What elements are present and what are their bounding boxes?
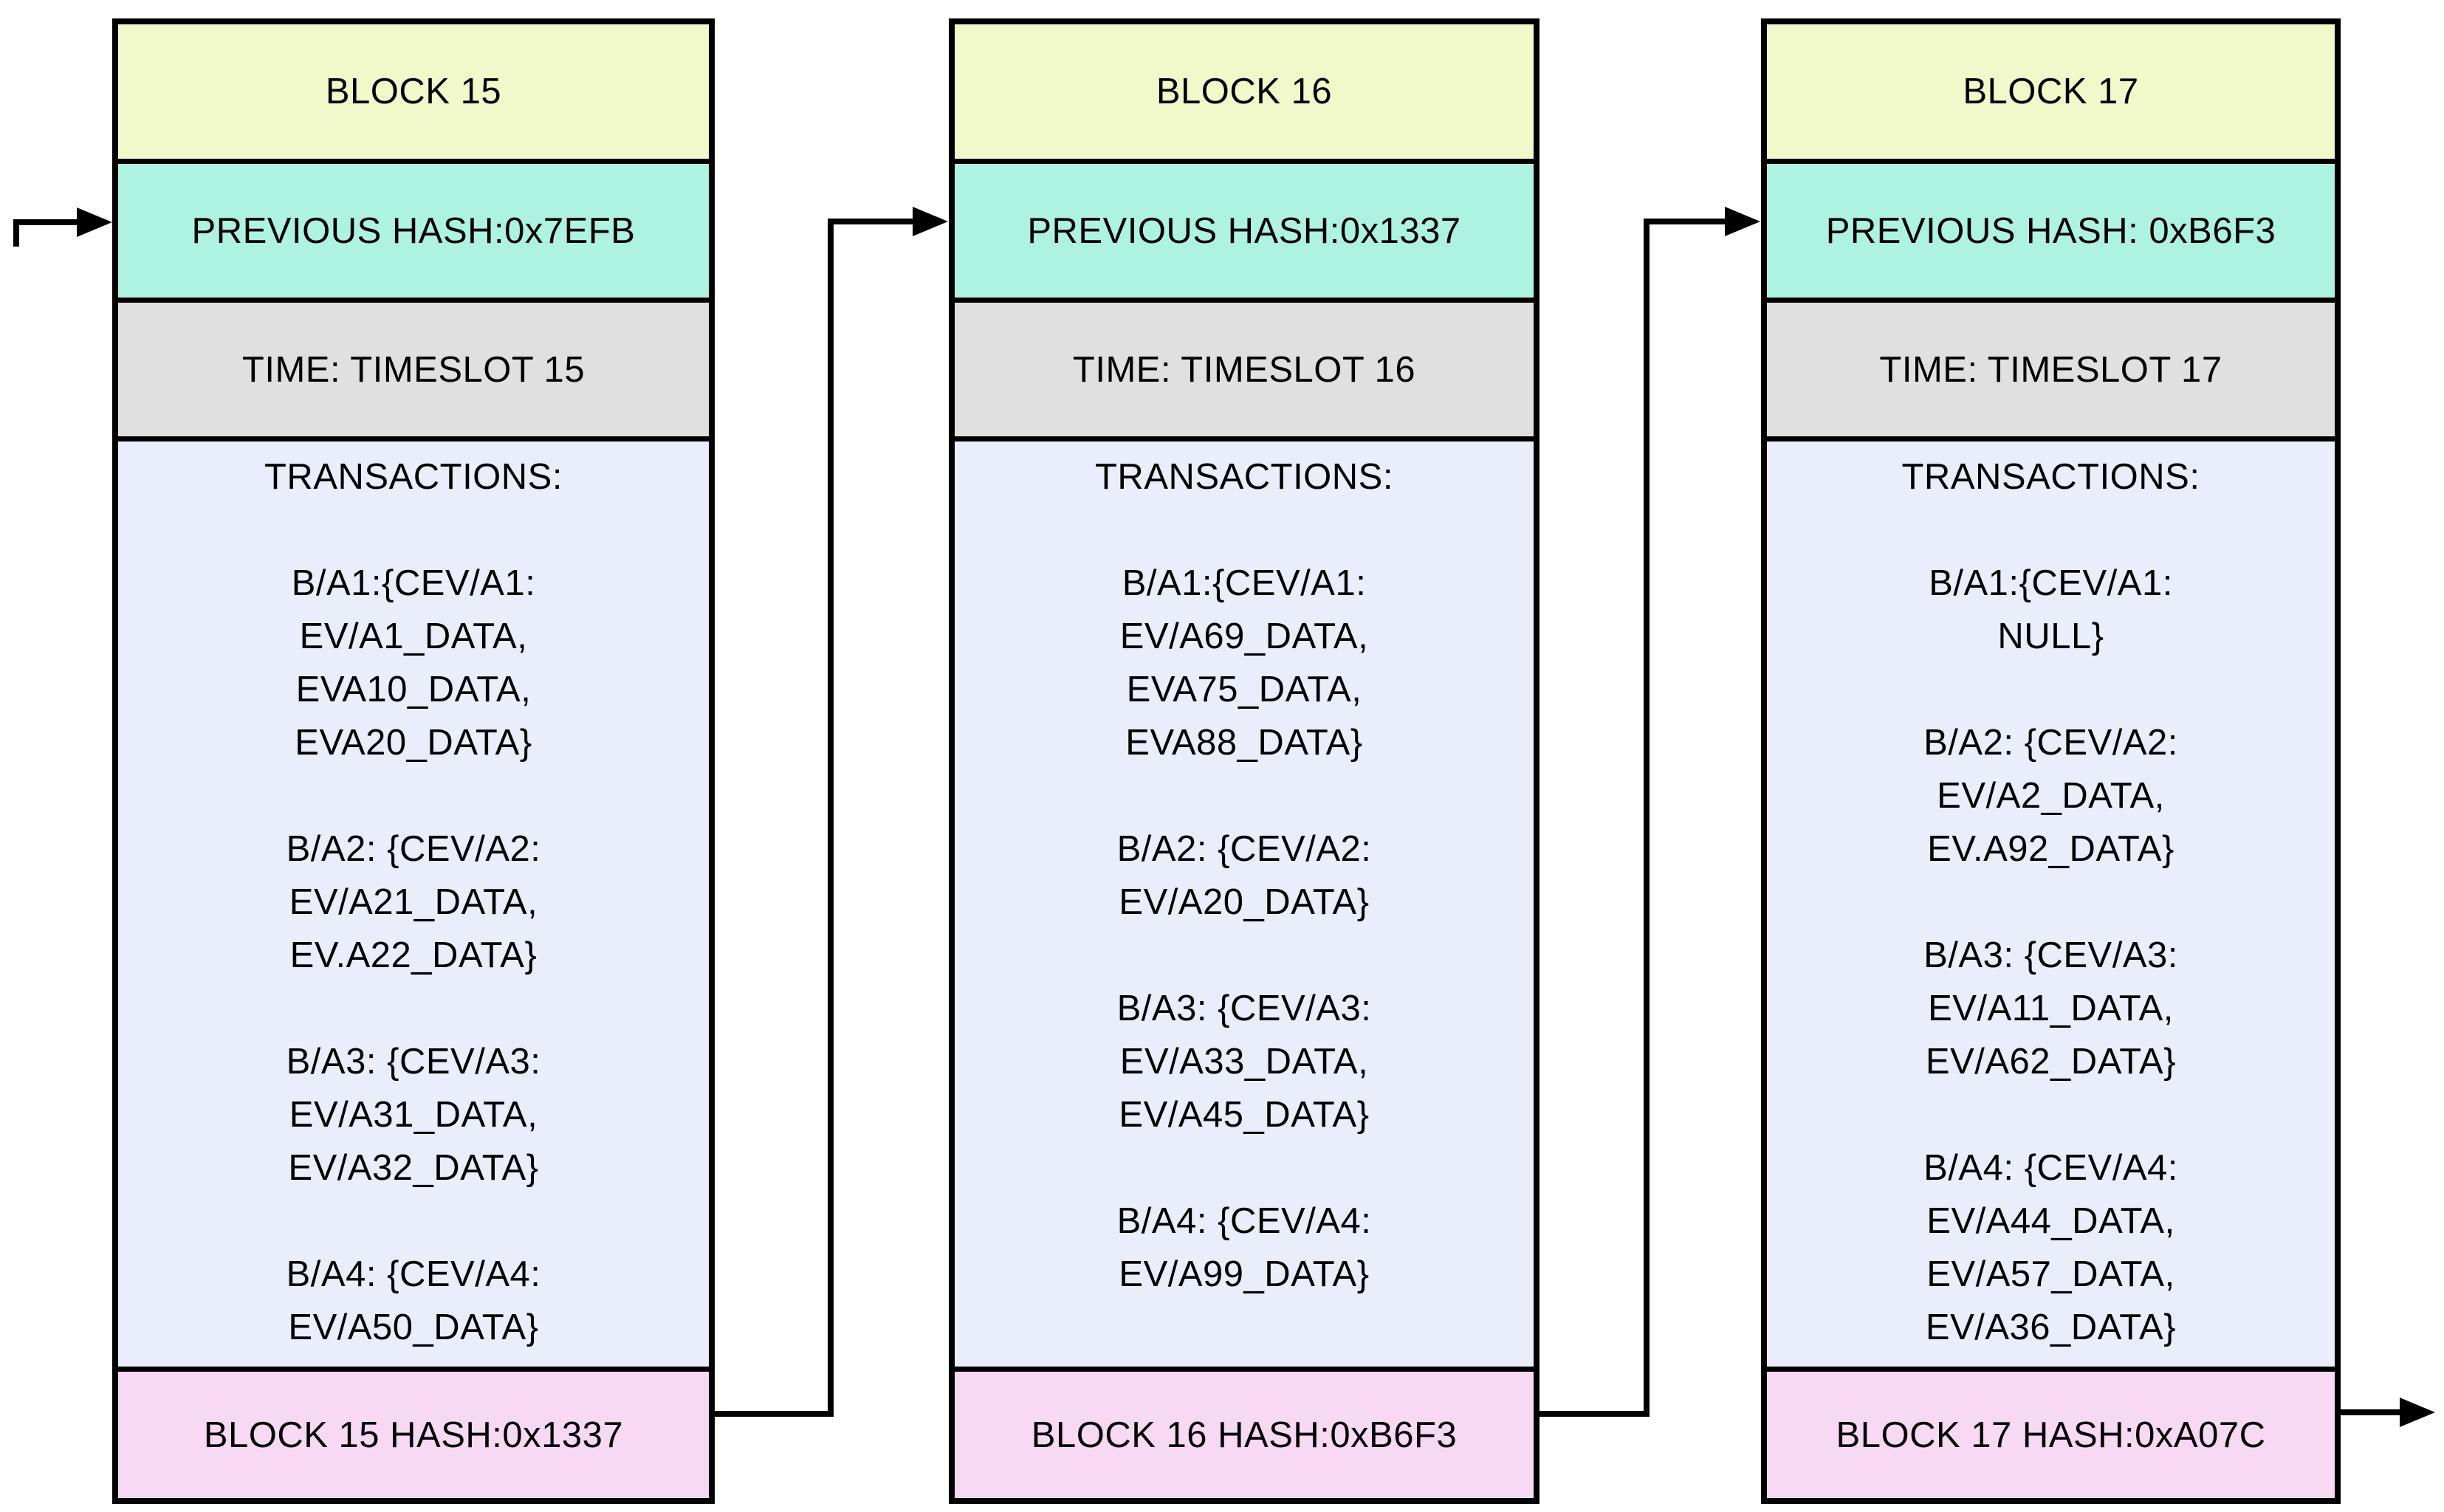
link-block15-to-block16-arrowhead-icon — [913, 207, 948, 236]
block-title-label: BLOCK 16 — [1156, 72, 1333, 111]
transactions-list: B/A1:{CEV/A1: EV/A69_DATA, EVA75_DATA, E… — [1116, 563, 1372, 1294]
link-block16-to-block17-line — [1535, 219, 1728, 1417]
time-section: TIME: TIMESLOT 15 — [118, 298, 709, 436]
block-hash-section: BLOCK 17 HASH:0xA07C — [1767, 1367, 2335, 1498]
link-block16-to-block17-arrowhead-icon — [1725, 207, 1760, 236]
block-hash-section: BLOCK 15 HASH:0x1337 — [118, 1367, 709, 1498]
previous-hash-section: PREVIOUS HASH:0x7EFB — [118, 159, 709, 298]
transactions-header: TRANSACTIONS: — [1901, 457, 2200, 497]
block-17: BLOCK 17 PREVIOUS HASH: 0xB6F3 TIME: TIM… — [1761, 18, 2341, 1504]
block-hash-label: BLOCK 15 HASH:0x1337 — [203, 1415, 624, 1455]
transactions-list: B/A1:{CEV/A1: EV/A1_DATA, EVA10_DATA, EV… — [286, 563, 541, 1347]
transactions-header: TRANSACTIONS: — [264, 457, 563, 497]
incoming-chain-arrowhead-icon — [77, 207, 112, 237]
time-section: TIME: TIMESLOT 16 — [955, 298, 1534, 436]
link-block15-to-block16-line — [710, 219, 916, 1417]
block-hash-section: BLOCK 16 HASH:0xB6F3 — [955, 1367, 1534, 1498]
time-label: TIME: TIMESLOT 17 — [1879, 349, 2222, 390]
block-title: BLOCK 17 — [1767, 24, 2335, 159]
transactions-list: B/A1:{CEV/A1: NULL} B/A2: {CEV/A2: EV/A2… — [1923, 563, 2178, 1347]
transactions-section: TRANSACTIONS: B/A1:{CEV/A1: EV/A69_DATA,… — [955, 436, 1534, 1367]
block-hash-label: BLOCK 17 HASH:0xA07C — [1836, 1415, 2266, 1455]
transactions-section: TRANSACTIONS: B/A1:{CEV/A1: NULL} B/A2: … — [1767, 436, 2335, 1367]
block-title: BLOCK 16 — [955, 24, 1534, 159]
transactions-header: TRANSACTIONS: — [1095, 457, 1393, 497]
previous-hash-section: PREVIOUS HASH:0x1337 — [955, 159, 1534, 298]
time-label: TIME: TIMESLOT 15 — [241, 349, 586, 390]
previous-hash-section: PREVIOUS HASH: 0xB6F3 — [1767, 159, 2335, 298]
transactions-section: TRANSACTIONS: B/A1:{CEV/A1: EV/A1_DATA, … — [118, 436, 709, 1367]
block-16: BLOCK 16 PREVIOUS HASH:0x1337 TIME: TIME… — [949, 18, 1539, 1504]
block-title-label: BLOCK 17 — [1963, 72, 2139, 111]
block-title: BLOCK 15 — [118, 24, 709, 159]
previous-hash-label: PREVIOUS HASH:0x1337 — [1027, 210, 1461, 251]
previous-hash-label: PREVIOUS HASH:0x7EFB — [191, 210, 636, 251]
block-title-label: BLOCK 15 — [325, 72, 502, 111]
incoming-chain-link-line — [13, 219, 83, 247]
time-section: TIME: TIMESLOT 17 — [1767, 298, 2335, 436]
previous-hash-label: PREVIOUS HASH: 0xB6F3 — [1825, 210, 2276, 251]
time-label: TIME: TIMESLOT 16 — [1072, 349, 1416, 390]
block-15: BLOCK 15 PREVIOUS HASH:0x7EFB TIME: TIME… — [112, 18, 715, 1504]
outgoing-chain-arrowhead-icon — [2400, 1398, 2435, 1427]
block-hash-label: BLOCK 16 HASH:0xB6F3 — [1031, 1415, 1458, 1455]
